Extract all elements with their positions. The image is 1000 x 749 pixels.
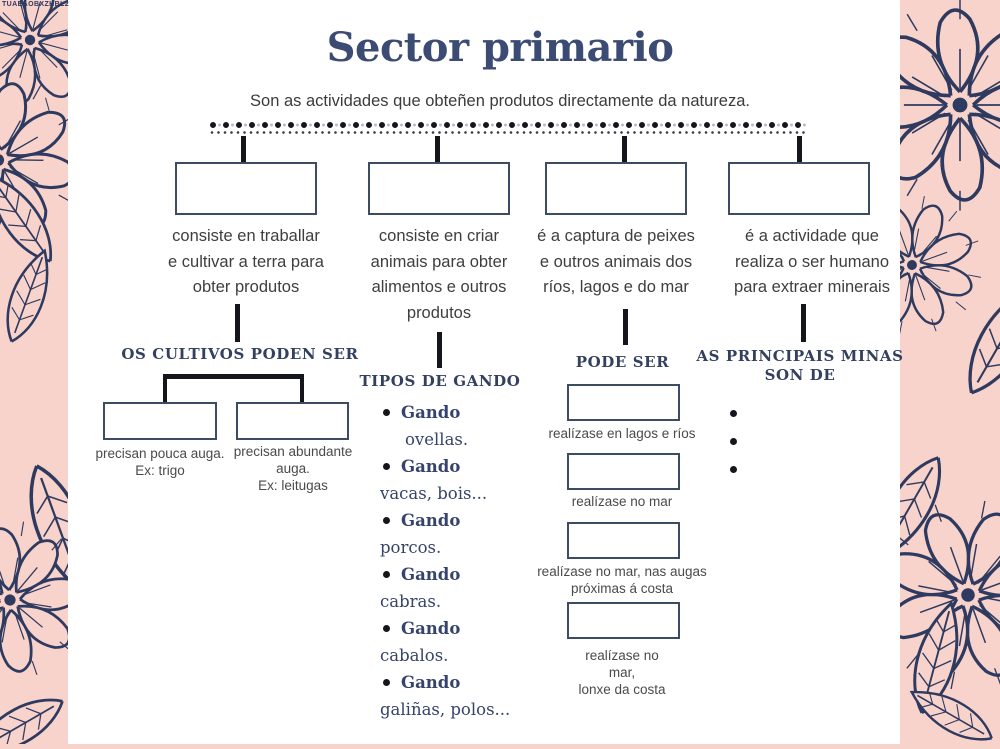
mineral-bullet-2 <box>730 438 737 445</box>
connector-line <box>622 136 627 163</box>
fishing-type-label-3: realízase no mar, nas augas próximas á c… <box>537 564 707 596</box>
bullet-icon <box>383 679 390 686</box>
answer-box-mining[interactable] <box>728 162 870 215</box>
branch-description-mining: é a actividade que realiza o ser humano … <box>734 227 890 296</box>
gando-item: Gando porcos. <box>378 507 538 561</box>
fishing-type-label-4: realízase no mar, lonxe da costa <box>578 648 666 697</box>
connector-line <box>300 378 304 403</box>
mineral-bullet-3 <box>730 466 737 473</box>
answer-box-fishing[interactable] <box>545 162 687 215</box>
heading-pesca: PODE SER <box>575 353 670 371</box>
gando-item-detail: porcos. <box>380 538 442 557</box>
bullet-icon <box>383 571 390 578</box>
gando-item-detail: vacas, bois... <box>380 484 488 503</box>
gando-item-name: Gando <box>401 565 461 584</box>
heading-cultivos: OS CULTIVOS PODEN SER <box>121 345 359 363</box>
floral-border-left <box>0 0 68 749</box>
floral-border-right <box>900 0 1000 749</box>
answer-box-fishing-type-2[interactable] <box>567 453 680 490</box>
answer-box-crop-type-2[interactable] <box>236 402 349 440</box>
gando-list: Gando ovellas. Gando vacas, bois... Gand… <box>378 399 538 723</box>
answer-box-agriculture[interactable] <box>175 162 317 215</box>
answer-box-crop-type-1[interactable] <box>103 402 217 440</box>
bullet-icon <box>383 517 390 524</box>
heading-gando: TIPOS DE GANDO <box>359 372 521 390</box>
floral-illustration <box>900 0 1000 749</box>
page-title: Sector primario <box>326 24 674 71</box>
fishing-type-label-2: realízase no mar <box>571 494 673 509</box>
page-subtitle: Son as actividades que obteñen produtos … <box>250 92 750 110</box>
gando-item: Gando galiñas, polos... <box>378 669 538 723</box>
dotted-connector-line <box>210 121 808 135</box>
answer-box-fishing-type-3[interactable] <box>567 522 680 559</box>
connector-line <box>623 309 628 345</box>
gando-item-detail: galiñas, polos... <box>380 700 511 719</box>
connector-line <box>435 136 440 163</box>
gando-item: Gando vacas, bois... <box>378 453 538 507</box>
connector-line <box>437 332 442 368</box>
answer-box-fishing-type-4[interactable] <box>567 602 680 639</box>
gando-item-name: Gando <box>401 673 461 692</box>
crop-type-label-2: precisan abundante auga. Ex: leitugas <box>233 444 353 493</box>
answer-box-fishing-type-1[interactable] <box>567 384 680 421</box>
floral-illustration <box>0 0 68 749</box>
gando-item-name: Gando <box>401 619 461 638</box>
bullet-icon <box>383 625 390 632</box>
connector-line <box>241 136 246 163</box>
gando-item: Gando ovellas. <box>378 399 538 453</box>
connector-line <box>235 304 240 342</box>
connector-line <box>163 378 167 403</box>
connector-line <box>163 374 304 379</box>
bullet-icon <box>383 463 390 470</box>
gando-item-detail: cabras. <box>380 592 442 611</box>
crop-type-label-1: precisan pouca auga. Ex: trigo <box>95 446 225 478</box>
branch-description-fishing: é a captura de peixes e outros animais d… <box>537 227 695 296</box>
watermark-text: TUAEAOBXZHBL2 <box>2 1 70 8</box>
gando-item-name: Gando <box>401 511 461 530</box>
mineral-bullet-1 <box>730 410 737 417</box>
gando-item-name: Gando <box>401 457 461 476</box>
connector-line <box>797 136 802 163</box>
fishing-type-label-1: realízase en lagos e ríos <box>548 426 696 441</box>
heading-minas: AS PRINCIPAIS MINAS SON DE <box>696 347 904 384</box>
connector-line <box>801 304 806 342</box>
bottom-pink-strip <box>0 744 1000 749</box>
branch-description-agriculture: consiste en traballar e cultivar a terra… <box>168 227 324 296</box>
bullet-icon <box>383 409 390 416</box>
gando-item: Gando cabras. <box>378 561 538 615</box>
gando-item-detail: cabalos. <box>380 646 449 665</box>
gando-item-name: Gando <box>401 403 461 422</box>
branch-description-livestock: consiste en criar animais para obter ali… <box>370 227 508 322</box>
answer-box-livestock[interactable] <box>368 162 510 215</box>
gando-item: Gando cabalos. <box>378 615 538 669</box>
gando-item-detail: ovellas. <box>405 430 469 449</box>
